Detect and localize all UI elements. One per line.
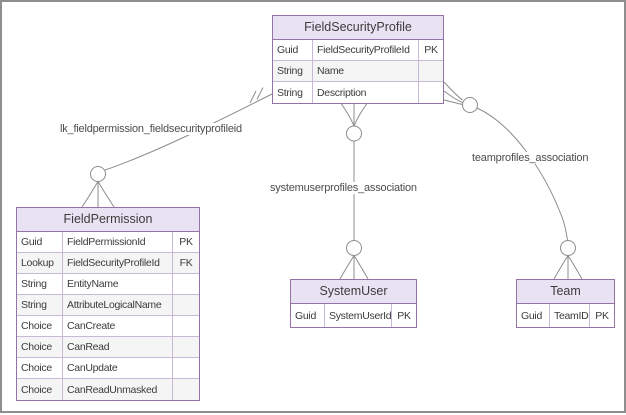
attribute-key: FK <box>173 253 199 273</box>
entity-title: Team <box>517 280 614 304</box>
attribute-type: Guid <box>273 40 313 60</box>
attribute-key: PK <box>590 304 614 327</box>
attribute-name: CanReadUnmasked <box>63 379 173 400</box>
attribute-key <box>173 274 199 294</box>
attribute-type: Choice <box>17 358 63 378</box>
attribute-key: PK <box>392 304 416 327</box>
entity-title: FieldPermission <box>17 208 199 232</box>
relationship-label-systemuserprofiles-association: systemuserprofiles_association <box>268 182 419 194</box>
attribute-type: String <box>273 61 313 81</box>
attribute-type: Choice <box>17 379 63 400</box>
attribute-type: String <box>17 295 63 315</box>
attribute-name: CanCreate <box>63 316 173 336</box>
attribute-type: Choice <box>17 337 63 357</box>
entity-title: SystemUser <box>291 280 416 304</box>
attribute-key <box>173 379 199 400</box>
attribute-name: EntityName <box>63 274 173 294</box>
attribute-key <box>173 316 199 336</box>
attribute-type: Guid <box>17 232 63 252</box>
attribute-name: FieldSecurityProfileId <box>313 40 419 60</box>
relationship-label-teamprofiles-association: teamprofiles_association <box>470 152 591 164</box>
attribute-key <box>419 61 443 81</box>
attribute-type: Guid <box>517 304 550 327</box>
attribute-type: String <box>17 274 63 294</box>
attribute-type: Lookup <box>17 253 63 273</box>
attribute-name: FieldSecurityProfileId <box>63 253 173 273</box>
attribute-name: CanRead <box>63 337 173 357</box>
attribute-name: TeamID <box>550 304 590 327</box>
attribute-type: String <box>273 82 313 103</box>
attribute-name: AttributeLogicalName <box>63 295 173 315</box>
attribute-name: FieldPermissionId <box>63 232 173 252</box>
attribute-key: PK <box>173 232 199 252</box>
attribute-key: PK <box>419 40 443 60</box>
attribute-key <box>419 82 443 103</box>
relationship-line-teamprofiles-association <box>443 81 583 280</box>
attribute-name: CanUpdate <box>63 358 173 378</box>
attribute-key <box>173 337 199 357</box>
attribute-type: Choice <box>17 316 63 336</box>
attribute-name: Description <box>313 82 419 103</box>
relationship-line-lk-fieldpermission-fieldsecurityprofileid <box>81 87 273 208</box>
attribute-key <box>173 295 199 315</box>
attribute-type: Guid <box>291 304 325 327</box>
attribute-name: Name <box>313 61 419 81</box>
entity-title: FieldSecurityProfile <box>273 16 443 40</box>
attribute-key <box>173 358 199 378</box>
attribute-name: SystemUserId <box>325 304 392 327</box>
relationship-label-lk-fieldpermission-fieldsecurityprofileid: lk_fieldpermission_fieldsecurityprofilei… <box>58 123 244 135</box>
relationship-line-systemuserprofiles-association <box>339 101 369 280</box>
